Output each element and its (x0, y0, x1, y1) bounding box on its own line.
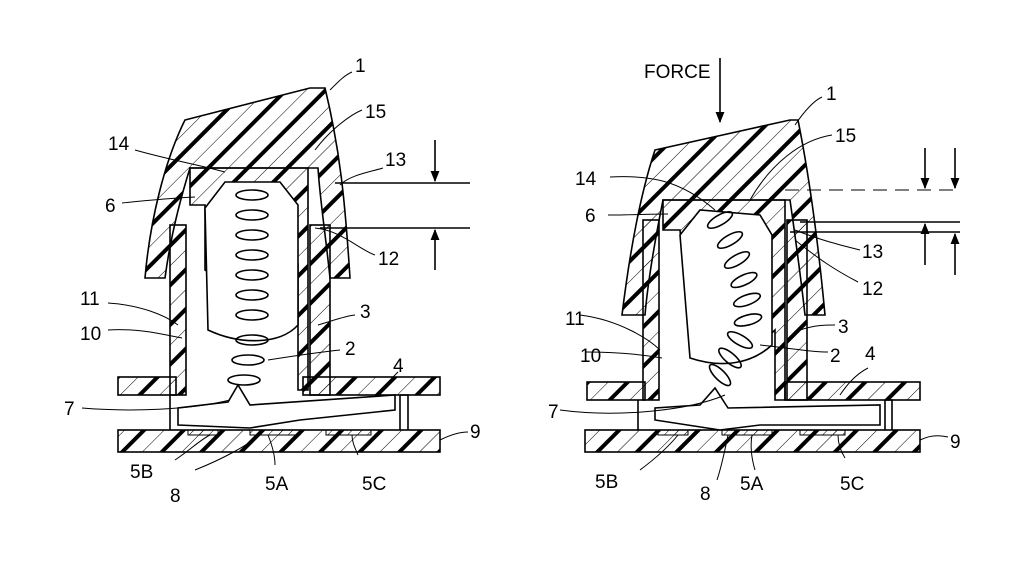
label-5a: 5A (740, 474, 764, 495)
label-11: 11 (80, 289, 100, 310)
label-15: 15 (365, 102, 386, 123)
frame-plate-left (117, 376, 177, 396)
frame-plate-left (586, 381, 646, 401)
label-14: 14 (575, 169, 597, 190)
keycap (144, 87, 351, 279)
label-12: 12 (378, 249, 399, 270)
label-5b: 5B (595, 472, 618, 493)
spring (227, 189, 269, 386)
figure-at-rest: 1 15 14 13 6 12 11 10 3 2 4 7 9 5B 8 5A … (64, 56, 481, 507)
housing-wall-right (309, 224, 331, 396)
contact-5a (721, 429, 773, 436)
label-3: 3 (838, 317, 849, 338)
contact-5c (799, 429, 846, 436)
contact-5a (249, 429, 301, 436)
keycap (621, 119, 826, 316)
label-5c: 5C (840, 474, 864, 495)
label-1: 1 (826, 84, 837, 105)
label-9: 9 (950, 432, 961, 453)
label-13: 13 (385, 150, 406, 171)
label-13: 13 (862, 242, 883, 263)
label-9: 9 (470, 422, 481, 443)
figure-pressed: FORCE (548, 58, 961, 505)
label-4: 4 (865, 344, 876, 365)
label-5b: 5B (130, 462, 153, 483)
label-3: 3 (360, 302, 371, 323)
label-12: 12 (862, 279, 883, 300)
spring (706, 210, 763, 387)
housing-wall-left (169, 224, 187, 396)
label-5a: 5A (265, 474, 289, 495)
contact-5b (187, 429, 219, 436)
label-7: 7 (548, 402, 559, 423)
label-10: 10 (580, 346, 601, 367)
label-6: 6 (585, 206, 596, 227)
label-15: 15 (835, 126, 856, 147)
label-5c: 5C (362, 474, 386, 495)
label-8: 8 (170, 486, 181, 507)
contact-5b (657, 429, 689, 436)
label-6: 6 (105, 196, 116, 217)
label-4: 4 (393, 356, 404, 377)
label-1: 1 (355, 56, 366, 77)
contact-5c (325, 429, 372, 436)
label-10: 10 (80, 324, 101, 345)
label-11: 11 (565, 309, 585, 330)
force-label: FORCE (644, 62, 711, 83)
label-7: 7 (64, 399, 75, 420)
label-14: 14 (108, 134, 130, 155)
label-2: 2 (830, 346, 841, 367)
label-8: 8 (700, 484, 711, 505)
lever (654, 386, 881, 431)
label-2: 2 (345, 339, 356, 360)
